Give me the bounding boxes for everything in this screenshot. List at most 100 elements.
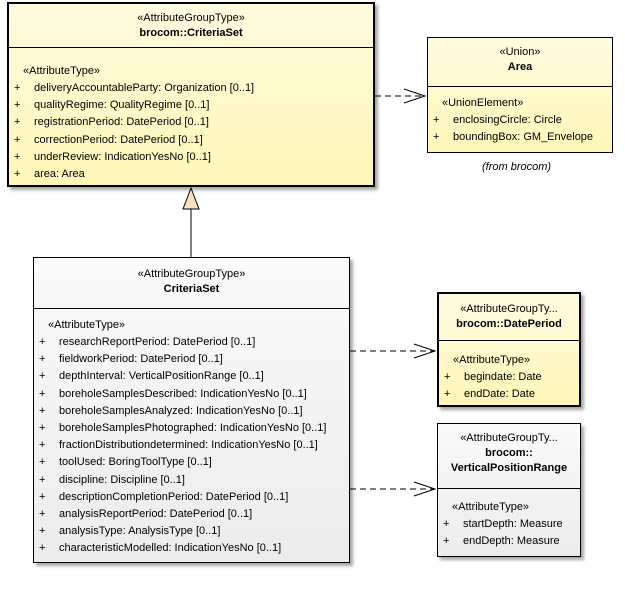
attribute-text: correctionPeriod: DatePeriod [0..1] [34, 133, 203, 146]
visibility-marker: + [39, 473, 46, 486]
visibility-marker: + [39, 387, 46, 400]
attribute-text: fieldworkPeriod: DatePeriod [0..1] [59, 353, 223, 366]
stereotype: «Union» [499, 46, 541, 58]
attribute-row[interactable]: +boreholeSamplesAnalyzed: IndicationYesN… [34, 403, 349, 420]
attribute-text: researchReportPeriod: DatePeriod [0..1] [59, 336, 256, 348]
attribute-section: «AttributeType» + startDepth: Measure + end… [438, 499, 580, 550]
attribute-row[interactable]: +deliveryAccountableParty: Organization … [9, 80, 373, 97]
class-verticalpositionrange[interactable]: «AttributeGroupTy... brocom:: VerticalPo… [437, 423, 581, 557]
visibility-marker: + [39, 422, 46, 435]
visibility-marker: + [14, 133, 21, 146]
attribute-row[interactable]: + endDepth: Measure [438, 533, 580, 550]
visibility-marker: + [433, 114, 440, 126]
dependency-vpr-arrowhead [413, 481, 437, 497]
attribute-row[interactable]: + startDepth: Measure [438, 516, 580, 533]
attribute-row[interactable]: + area: Area [9, 166, 373, 183]
class-area[interactable]: «Union» Area «UnionElement» +enclosingCi… [427, 37, 613, 153]
class-brocom-criteriaset[interactable]: «AttributeGroupType» brocom::CriteriaSet… [7, 2, 375, 187]
attribute-text: boreholeSamplesPhotographed: IndicationY… [59, 422, 327, 435]
attribute-text: area: Area [34, 168, 85, 181]
attribute-text: analysisType: AnalysisType [0..1] [59, 525, 221, 538]
attribute-text: startDepth: Measure [463, 518, 563, 530]
section-stereotype: «AttributeType» [48, 319, 126, 331]
attribute-row[interactable]: + underReview: IndicationYesNo [0..1] [9, 149, 373, 166]
class-name: brocom::DatePeriod [456, 318, 562, 330]
attribute-section: «AttributeType» + researchReportPeriod: D… [34, 317, 349, 558]
attribute-section: «UnionElement» +enclosingCircle: Circle+… [428, 95, 612, 146]
attribute-row[interactable]: + fieldworkPeriod: DatePeriod [0..1] [34, 351, 349, 368]
stereotype: «AttributeGroupTy... [460, 303, 558, 315]
attribute-row[interactable]: + boreholeSamplesDescribed: IndicationYes… [34, 386, 349, 403]
class-name: CriteriaSet [163, 283, 220, 295]
attribute-row[interactable]: + depthInterval: VerticalPositionRange [0… [34, 368, 349, 385]
attribute-text: analysisReportPeriod: DatePeriod [0..1] [59, 508, 253, 521]
visibility-marker: + [39, 508, 46, 521]
class-criteriaset[interactable]: «AttributeGroupType» CriteriaSet «Attrib… [33, 257, 350, 563]
visibility-marker: + [39, 456, 46, 469]
attribute-row[interactable]: + toolUsed: BoringToolType [0..1] [34, 454, 349, 471]
attribute-text: descriptionCompletionPeriod: DatePeriod … [59, 490, 289, 503]
attribute-row[interactable]: + qualityRegime: QualityRegime [0..1] [9, 97, 373, 114]
attribute-row[interactable]: + descriptionCompletionPeriod: DatePeriod… [34, 489, 349, 506]
visibility-marker: + [433, 131, 440, 144]
attribute-text: endDate: Date [464, 388, 535, 401]
visibility-marker: + [14, 168, 21, 181]
attribute-row[interactable]: + researchReportPeriod: DatePeriod [0..1] [34, 334, 349, 351]
visibility-marker: + [39, 542, 46, 555]
class-name: Area [507, 61, 533, 73]
attribute-row[interactable]: + correctionPeriod: DatePeriod [0..1] [9, 132, 373, 149]
visibility-marker: + [14, 99, 21, 112]
attribute-row[interactable]: + analysisReportPeriod: DatePeriod [0..1] [34, 506, 349, 523]
visibility-marker: + [14, 116, 21, 129]
attribute-text: underReview: IndicationYesNo [0..1] [34, 150, 211, 163]
attribute-text: qualityRegime: QualityRegime [0..1] [34, 99, 210, 112]
attribute-row[interactable]: + begindate: Date [439, 369, 579, 386]
generalization-arrowhead [182, 186, 200, 210]
attribute-section: «AttributeType» + begindate: Date +endDate… [439, 352, 579, 403]
visibility-marker: + [39, 370, 46, 383]
namespace-note: (from brocom) [482, 161, 552, 173]
attribute-row[interactable]: + analysisType: AnalysisType [0..1] [34, 523, 349, 540]
section-stereotype: «AttributeType» [453, 354, 531, 366]
visibility-marker: + [39, 490, 46, 503]
attribute-text: begindate: Date [464, 371, 542, 383]
attribute-text: depthInterval: VerticalPositionRange [0.… [59, 370, 264, 383]
visibility-marker: + [14, 82, 21, 94]
stereotype: «AttributeGroupTy... [460, 432, 558, 444]
attribute-text: discipline: Discipline [0..1] [59, 473, 185, 486]
attribute-text: characteristicModelled: IndicationYesNo … [59, 542, 282, 555]
attribute-row[interactable]: + discipline: Discipline [0..1] [34, 472, 349, 489]
visibility-marker: + [39, 525, 46, 538]
stereotype: «AttributeGroupType» [137, 268, 246, 280]
attribute-text: boreholeSamplesDescribed: IndicationYesN… [59, 387, 307, 400]
visibility-marker: + [443, 535, 450, 548]
visibility-marker: + [14, 150, 21, 163]
attribute-text: boreholeSamplesAnalyzed: IndicationYesNo… [59, 404, 303, 417]
visibility-marker: + [444, 371, 451, 383]
class-name: brocom::CriteriaSet [139, 27, 243, 39]
attribute-row[interactable]: + registrationPeriod: DatePeriod [0..1] [9, 114, 373, 131]
visibility-marker: + [443, 518, 450, 530]
attribute-text: endDepth: Measure [463, 535, 560, 548]
dependency-area-arrowhead [403, 88, 427, 104]
visibility-marker: + [39, 336, 46, 348]
attribute-row[interactable]: +endDate: Date [439, 386, 579, 403]
section-stereotype: «AttributeType» [23, 65, 101, 77]
attribute-text: registrationPeriod: DatePeriod [0..1] [34, 116, 209, 129]
attribute-row[interactable]: + boundingBox: GM_Envelope [428, 129, 612, 146]
attribute-row[interactable]: + fractionDistributiondetermined: Indicat… [34, 437, 349, 454]
class-name-line1: brocom:: [485, 447, 533, 459]
section-stereotype: «UnionElement» [442, 97, 524, 109]
attribute-row[interactable]: + boreholeSamplesPhotographed: Indication… [34, 420, 349, 437]
attribute-text: boundingBox: GM_Envelope [453, 131, 594, 144]
attribute-row[interactable]: + characteristicModelled: IndicationYesNo… [34, 540, 349, 557]
attribute-text: fractionDistributiondetermined: Indicati… [59, 439, 318, 452]
class-dateperiod[interactable]: «AttributeGroupTy... brocom::DatePeriod … [437, 292, 581, 407]
visibility-marker: + [39, 353, 46, 366]
attribute-row[interactable]: +enclosingCircle: Circle [428, 112, 612, 129]
visibility-marker: + [39, 439, 46, 452]
section-stereotype: «AttributeType» [452, 501, 530, 513]
class-name-line2: VerticalPositionRange [450, 462, 568, 474]
attribute-text: toolUsed: BoringToolType [0..1] [59, 456, 212, 469]
